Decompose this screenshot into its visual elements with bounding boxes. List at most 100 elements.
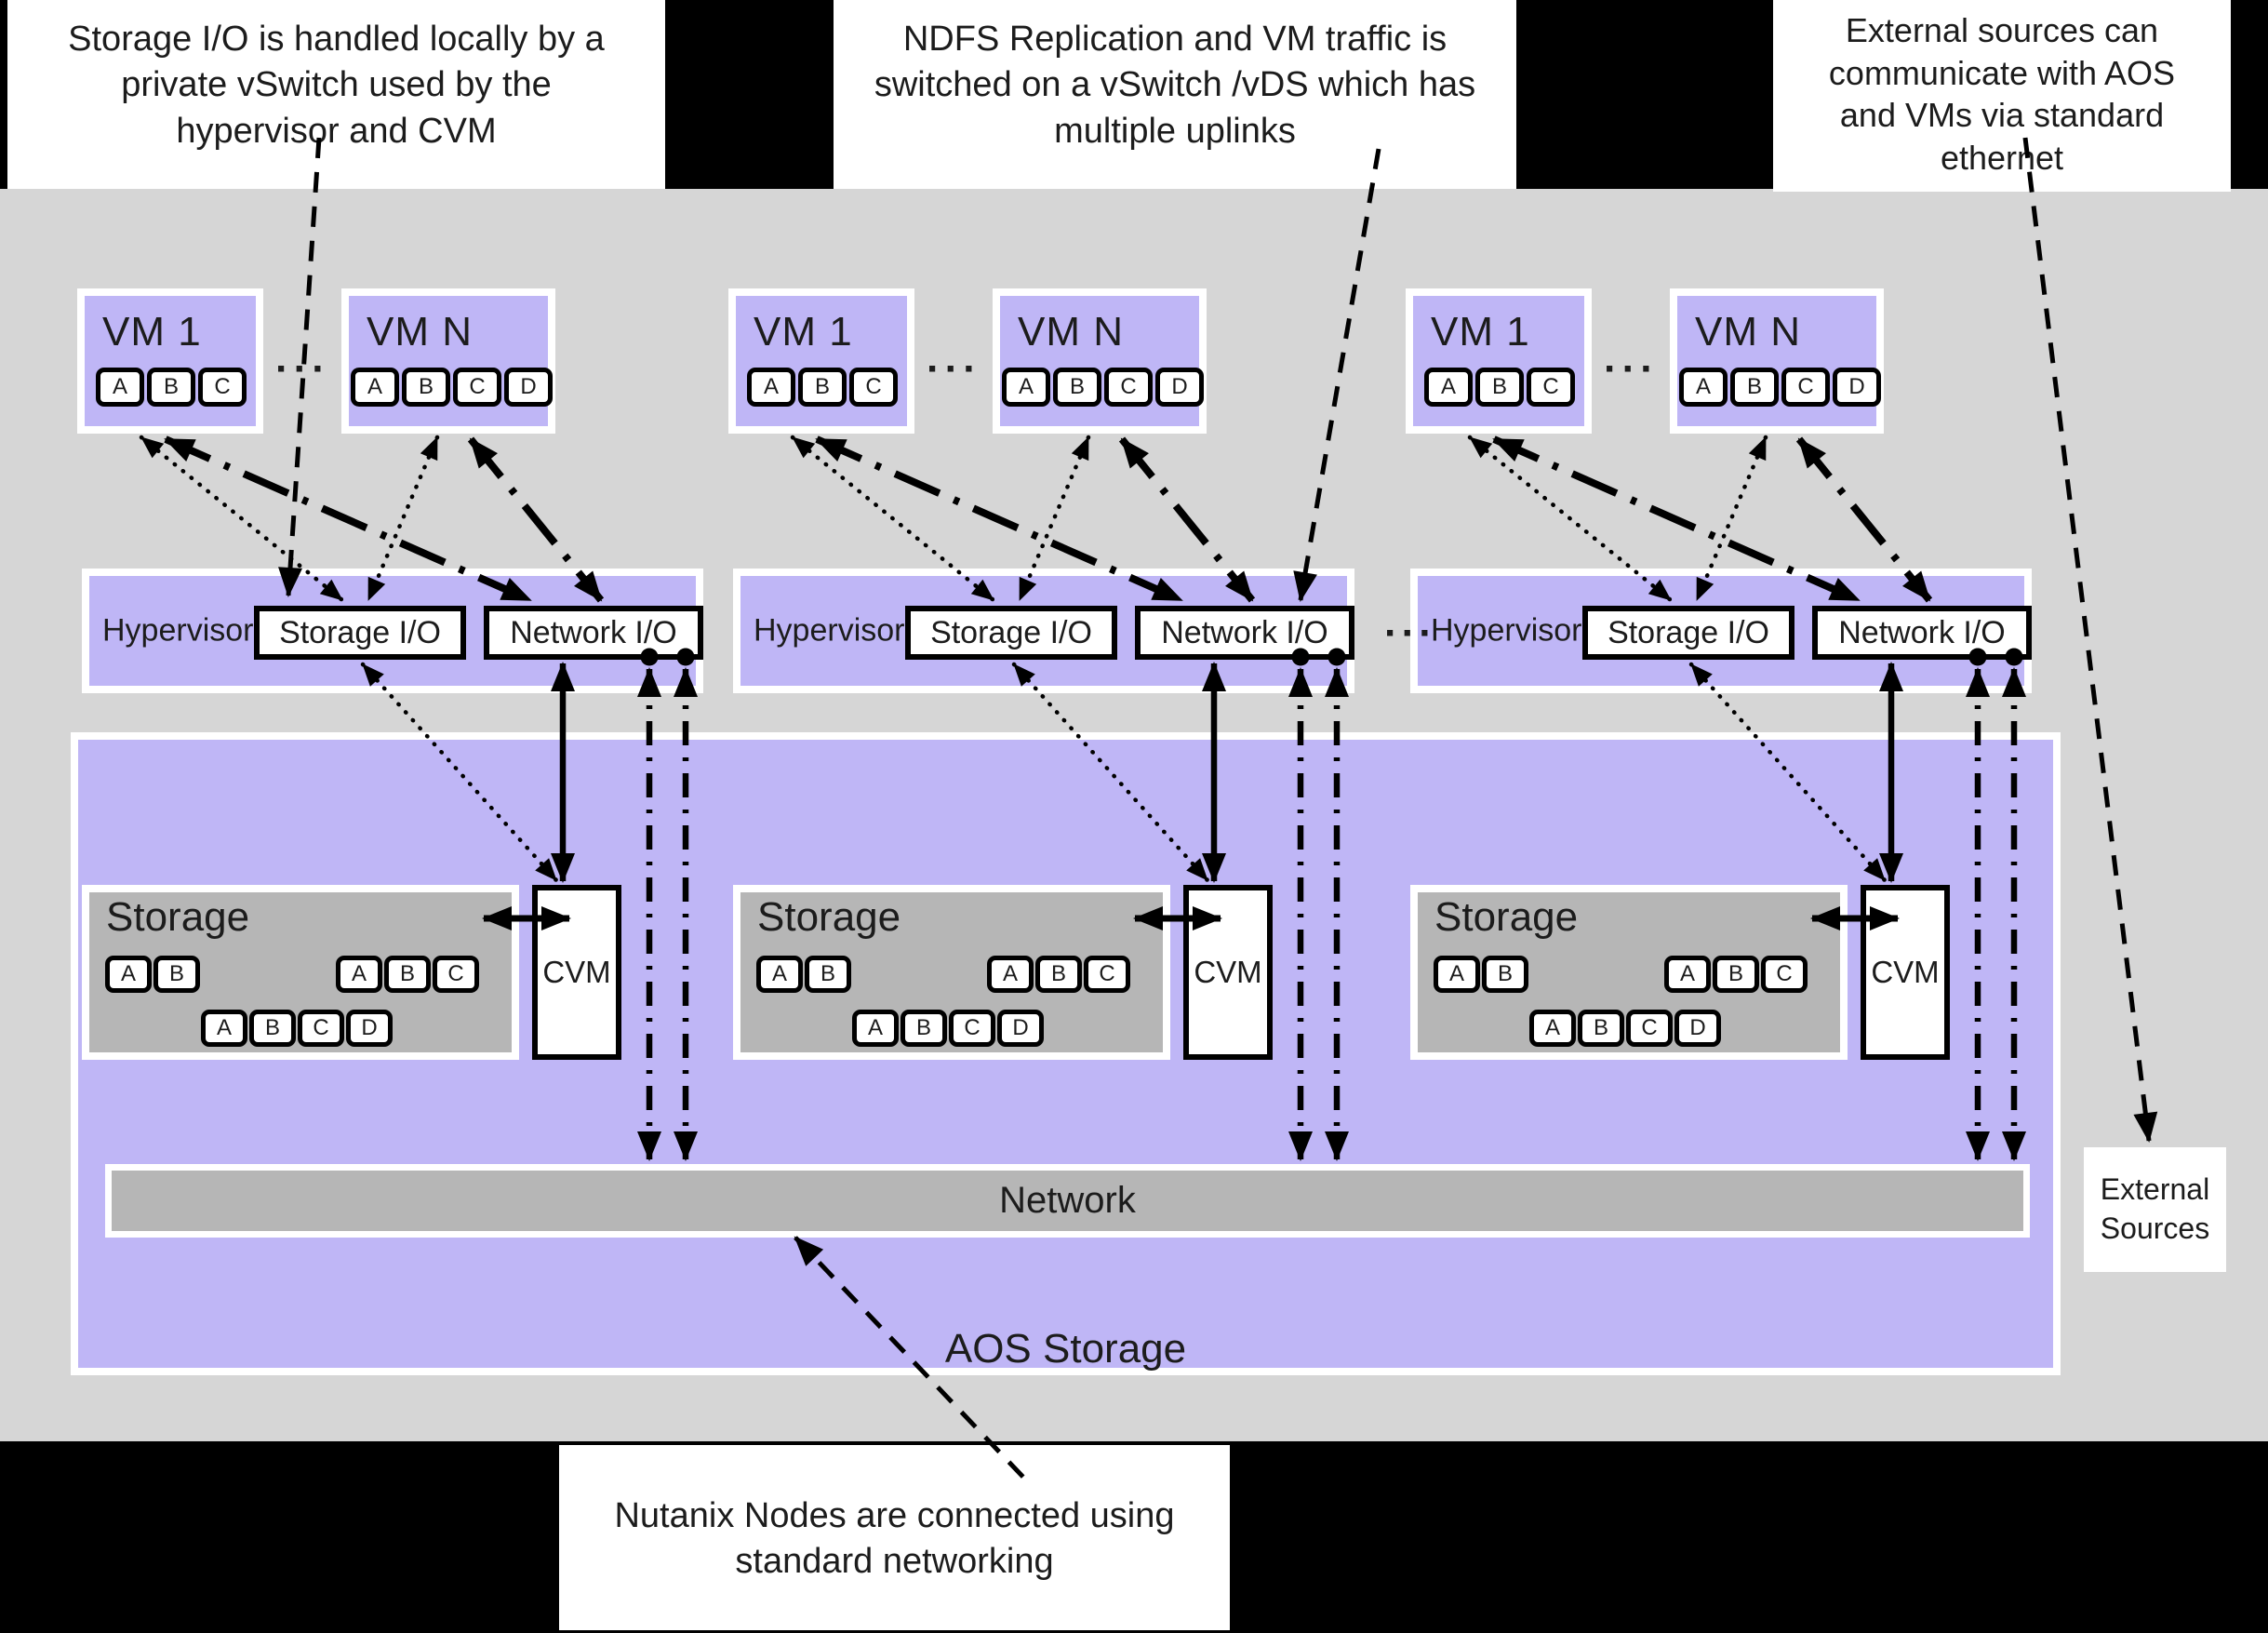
disk: A <box>351 368 399 407</box>
disk: B <box>1053 368 1101 407</box>
vm1-disks: A B C <box>1424 368 1575 407</box>
disk: D <box>1155 368 1204 407</box>
hypervisor-label: Hypervisor <box>102 612 254 649</box>
disk: A <box>1424 368 1473 407</box>
disk: C <box>1781 368 1830 407</box>
vm1-label: VM 1 <box>102 309 202 355</box>
disk-group: A B <box>105 956 200 993</box>
external-note: External sources can communicate with AO… <box>1773 0 2231 192</box>
vm1-disks: A B C <box>747 368 898 407</box>
vmn-box: VM N A B C D <box>341 288 555 434</box>
storage-label: Storage <box>1434 894 1579 940</box>
disk: B <box>901 1010 947 1047</box>
disk: B <box>1713 956 1759 993</box>
vmn-label: VM N <box>367 309 473 355</box>
vm-ellipsis: ··· <box>1604 346 1659 392</box>
disk: B <box>384 956 431 993</box>
disk-group: A B <box>1434 956 1528 993</box>
disk: A <box>987 956 1034 993</box>
network-io-box: Network I/O <box>1812 606 2032 660</box>
vm-ellipsis: ··· <box>275 346 330 392</box>
vmn-label: VM N <box>1018 309 1124 355</box>
vm1-box: VM 1 A B C <box>77 288 263 434</box>
vmn-box: VM N A B C D <box>993 288 1207 434</box>
disk: A <box>852 1010 899 1047</box>
disk: C <box>1761 956 1808 993</box>
network-io-box: Network I/O <box>484 606 703 660</box>
disk: A <box>1434 956 1480 993</box>
disk: C <box>1104 368 1153 407</box>
disk: A <box>1664 956 1711 993</box>
storage-box: Storage A B A B C A B C D <box>1410 885 1848 1060</box>
cvm-box: CVM <box>1183 885 1273 1060</box>
vm1-disks: A B C <box>96 368 247 407</box>
disk: C <box>949 1010 995 1047</box>
disk-group: A B <box>756 956 851 993</box>
vm-ellipsis: ··· <box>927 346 981 392</box>
disk: B <box>805 956 851 993</box>
storage-box: Storage A B A B C A B C D <box>82 885 519 1060</box>
disk: A <box>336 956 382 993</box>
disk: C <box>433 956 479 993</box>
disk-group: A B C D <box>852 1010 1044 1047</box>
disk-group: A B C D <box>201 1010 393 1047</box>
aos-storage-label: AOS Storage <box>944 1326 1187 1372</box>
disk: A <box>747 368 795 407</box>
disk: C <box>1084 956 1130 993</box>
disk: B <box>153 956 200 993</box>
disk: A <box>96 368 144 407</box>
storage-box: Storage A B A B C A B C D <box>733 885 1170 1060</box>
vm1-box: VM 1 A B C <box>1406 288 1592 434</box>
disk: B <box>1482 956 1528 993</box>
storage-label: Storage <box>106 894 250 940</box>
network-io-box: Network I/O <box>1135 606 1354 660</box>
disk: B <box>1578 1010 1624 1047</box>
vm1-label: VM 1 <box>1431 309 1530 355</box>
vm1-label: VM 1 <box>754 309 853 355</box>
disk: C <box>1626 1010 1673 1047</box>
vmn-label: VM N <box>1695 309 1801 355</box>
disk: D <box>504 368 553 407</box>
disk: A <box>756 956 803 993</box>
disk: B <box>147 368 195 407</box>
hypervisor-bar: Hypervisor Storage I/O Network I/O <box>82 569 703 693</box>
disk: B <box>1475 368 1524 407</box>
hypervisor-label: Hypervisor <box>754 612 905 649</box>
vmn-box: VM N A B C D <box>1670 288 1884 434</box>
networking-note: Nutanix Nodes are connected using standa… <box>559 1445 1230 1630</box>
disk: C <box>198 368 247 407</box>
disk: C <box>849 368 898 407</box>
disk-group: A B C <box>1664 956 1808 993</box>
disk-group: A B C D <box>1529 1010 1721 1047</box>
disk: A <box>201 1010 247 1047</box>
hypervisor-label: Hypervisor <box>1431 612 1582 649</box>
disk: A <box>1529 1010 1576 1047</box>
disk: B <box>798 368 847 407</box>
storage-io-box: Storage I/O <box>254 606 466 660</box>
disk: B <box>249 1010 296 1047</box>
vm1-box: VM 1 A B C <box>728 288 914 434</box>
disk: A <box>1002 368 1050 407</box>
vmn-disks: A B C D <box>1002 368 1204 407</box>
cvm-box: CVM <box>1861 885 1950 1060</box>
cvm-box: CVM <box>532 885 621 1060</box>
disk: A <box>105 956 152 993</box>
vmn-disks: A B C D <box>351 368 553 407</box>
storage-io-box: Storage I/O <box>1582 606 1794 660</box>
disk: A <box>1679 368 1728 407</box>
disk: B <box>402 368 450 407</box>
disk: B <box>1730 368 1779 407</box>
disk: D <box>346 1010 393 1047</box>
storage-label: Storage <box>757 894 901 940</box>
storage-io-note: Storage I/O is handled locally by a priv… <box>7 0 665 189</box>
disk: C <box>298 1010 344 1047</box>
replication-note: NDFS Replication and VM traffic is switc… <box>834 0 1516 189</box>
disk: C <box>1527 368 1575 407</box>
disk: B <box>1035 956 1082 993</box>
disk: D <box>997 1010 1044 1047</box>
vmn-disks: A B C D <box>1679 368 1881 407</box>
disk: D <box>1674 1010 1721 1047</box>
hypervisor-bar: Hypervisor Storage I/O Network I/O <box>733 569 1354 693</box>
disk: C <box>453 368 501 407</box>
